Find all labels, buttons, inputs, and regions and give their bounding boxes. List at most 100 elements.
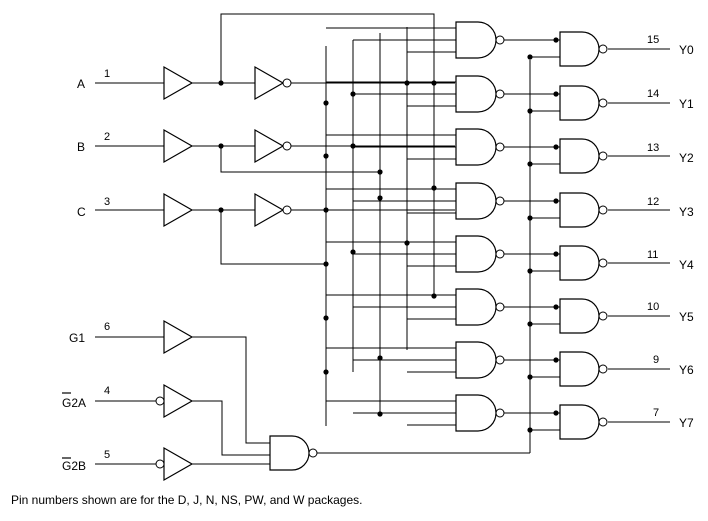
buffer-triangle	[163, 192, 194, 228]
output-nand-1	[559, 85, 608, 121]
b-true-bus	[220, 146, 380, 173]
wire	[192, 336, 270, 444]
input-g1: G1 6	[69, 321, 110, 345]
junction-dot	[553, 91, 559, 97]
decode-nand-6	[455, 341, 505, 379]
junction-dot	[527, 427, 533, 433]
junction-dot	[431, 80, 437, 86]
junction-dot	[218, 207, 224, 213]
inversion-bubble	[495, 142, 505, 152]
junction-dot	[527, 215, 533, 221]
output-nand-4	[559, 245, 608, 281]
output-y0: 15 Y0	[647, 34, 694, 57]
inversion-bubble	[598, 258, 608, 268]
pin-number-g1: 6	[104, 321, 110, 333]
input-c: C 3	[77, 196, 110, 219]
decode-nand-1	[455, 75, 505, 113]
junction-dots	[218, 37, 559, 433]
inversion-bubble	[495, 302, 505, 312]
inversion-bubble	[282, 78, 292, 88]
output-nand-7	[559, 404, 608, 440]
nand-body	[559, 31, 600, 67]
pin-number-g2a: 4	[104, 385, 110, 397]
junction-dot	[218, 80, 224, 86]
junction-dot	[404, 240, 410, 246]
output-y2: 13 Y2	[647, 142, 694, 165]
nand-body	[455, 21, 497, 59]
output-y4: 11 Y4	[647, 249, 694, 272]
junction-dot	[350, 91, 356, 97]
pin-number-b: 2	[104, 131, 110, 143]
pin-number-g2b: 5	[104, 449, 110, 461]
junction-dot	[431, 185, 437, 191]
inversion-bubble	[495, 89, 505, 99]
junction-dot	[323, 100, 329, 106]
pin-number-y7: 7	[653, 407, 659, 419]
input-label-c: C	[77, 205, 86, 219]
buffer-g2b	[155, 446, 194, 482]
inversion-bubble	[495, 35, 505, 45]
output-nand-0	[559, 31, 608, 67]
inversion-bubble	[598, 44, 608, 54]
input-label-a: A	[77, 77, 85, 91]
wire	[192, 400, 270, 456]
buffer-triangle	[163, 446, 194, 482]
buffer-c	[163, 192, 194, 228]
junction-dot	[377, 169, 383, 175]
junction-dot	[553, 198, 559, 204]
nand-body	[455, 128, 497, 166]
output-nand-5	[559, 298, 608, 334]
inversion-bubble	[598, 364, 608, 374]
junction-dot	[527, 54, 533, 60]
output-y1: 14 Y1	[647, 88, 694, 111]
output-y7: 7 Y7	[653, 407, 694, 430]
inversion-bubble	[598, 205, 608, 215]
junction-dot	[404, 80, 410, 86]
junction-dot	[323, 153, 329, 159]
inversion-bubble	[598, 417, 608, 427]
buffer-b	[163, 128, 194, 164]
buffer-g2a	[155, 383, 194, 419]
buffer-triangle	[163, 65, 194, 101]
junction-dot	[527, 374, 533, 380]
inversion-bubble	[495, 249, 505, 259]
output-nand-6	[559, 351, 608, 387]
nand-body	[559, 192, 600, 228]
decode-nand-4	[455, 235, 505, 273]
inversion-bubble	[155, 459, 165, 469]
pin-number-y5: 10	[647, 301, 659, 313]
c-true-bus	[220, 210, 326, 265]
junction-dot	[553, 144, 559, 150]
decode-nand-7	[455, 394, 505, 432]
pin-number-y1: 14	[647, 88, 659, 100]
input-label-g2b: G2B	[62, 459, 86, 473]
buffer-triangle	[163, 383, 194, 419]
junction-dot	[553, 304, 559, 310]
pin-number-y3: 12	[647, 196, 659, 208]
nand-body	[559, 245, 600, 281]
decode-nand-2	[455, 128, 505, 166]
output-nand-3	[559, 192, 608, 228]
nand-body	[455, 75, 497, 113]
output-label-y4: Y4	[679, 258, 694, 272]
inverter-b	[254, 128, 292, 164]
junction-dot	[323, 369, 329, 375]
inversion-bubble	[282, 141, 292, 151]
junction-dot	[527, 108, 533, 114]
input-g2b: G2B 5	[62, 449, 110, 473]
pin-number-y0: 15	[647, 34, 659, 46]
output-nand-2	[559, 138, 608, 174]
junction-dot	[527, 161, 533, 167]
buffer-triangle	[163, 319, 194, 355]
junction-dot	[527, 268, 533, 274]
buffer-triangle	[163, 128, 194, 164]
output-label-y6: Y6	[679, 363, 694, 377]
decode-nand-5	[455, 288, 505, 326]
buffer-a	[163, 65, 194, 101]
junction-dot	[323, 261, 329, 267]
output-label-y5: Y5	[679, 310, 694, 324]
decode-nand-0	[455, 21, 505, 59]
input-b: B 2	[77, 131, 110, 154]
junction-dot	[553, 251, 559, 257]
junction-dot	[527, 321, 533, 327]
